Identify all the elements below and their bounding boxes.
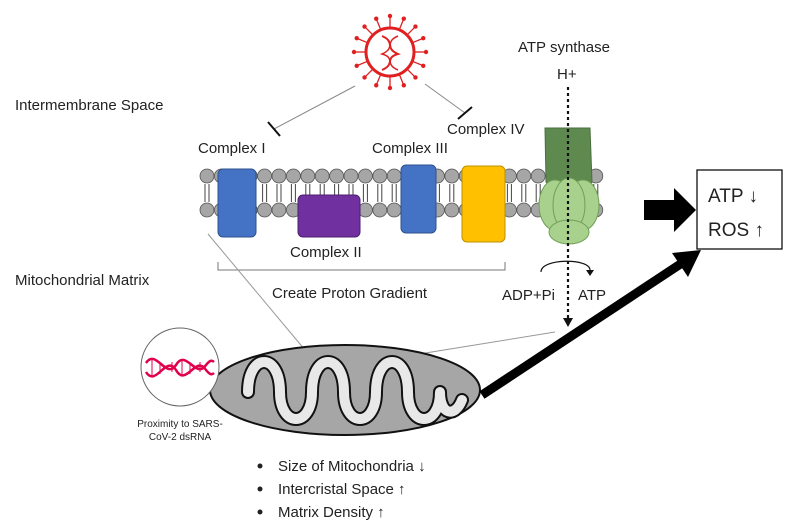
inhibition-line-complex-i [267, 85, 356, 137]
complex-iv [461, 165, 506, 243]
intermembrane-space-label: Intermembrane Space [15, 97, 163, 114]
adp-to-atp-arrowhead [586, 270, 594, 276]
proximity-label-line1: Proximity to SARS- [137, 419, 223, 430]
diagonal-arrow [479, 259, 685, 399]
bullet-item: Size of Mitochondria ↓ [278, 458, 426, 475]
proton-gradient-bracket [217, 262, 506, 271]
zoom-line-left [207, 233, 306, 351]
virus-icon [351, 13, 429, 91]
complex-ii-label: Complex II [290, 244, 362, 261]
complex-ii [297, 194, 361, 238]
proton-label: H+ [557, 66, 577, 83]
atp-outcome: ATP ↓ [708, 186, 758, 207]
atp-synthase-label: ATP synthase [518, 39, 610, 56]
bullet-item: Matrix Density ↑ [278, 504, 385, 521]
bullet-item: Intercristal Space ↑ [278, 481, 406, 498]
ros-outcome: ROS ↑ [708, 220, 764, 241]
proximity-label-line2: CoV-2 dsRNA [149, 432, 212, 443]
outcome-box [696, 169, 783, 250]
diagonal-arrowhead [672, 250, 701, 277]
proton-arrowhead [563, 318, 573, 327]
complex-i [217, 168, 257, 238]
complex-iii [400, 164, 437, 234]
proton-gradient-label: Create Proton Gradient [272, 285, 428, 302]
inhibition-line-complex-iv [424, 83, 473, 120]
block-arrow-right [644, 188, 696, 232]
mitochondria-changes-list: Size of Mitochondria ↓ Intercristal Spac… [257, 458, 426, 521]
adp-pi-label: ADP+Pi [502, 287, 555, 304]
dsrna-icon [140, 327, 220, 407]
mitochondrion [209, 344, 481, 436]
mitochondrial-matrix-label: Mitochondrial Matrix [15, 272, 150, 289]
adp-to-atp-curve [540, 260, 591, 273]
complex-iii-label: Complex III [372, 140, 448, 157]
atp-product-label: ATP [578, 287, 606, 304]
complex-i-label: Complex I [198, 140, 266, 157]
complex-iv-label: Complex IV [447, 121, 525, 138]
